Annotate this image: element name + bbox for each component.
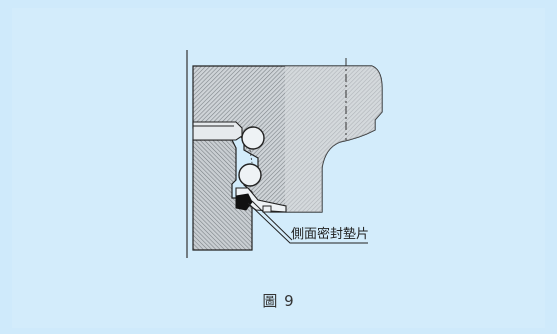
callout-leader xyxy=(247,202,368,244)
block-inner-zone xyxy=(285,66,382,212)
rail-body xyxy=(192,139,253,251)
fastener xyxy=(262,205,272,213)
side-seal-gasket xyxy=(235,193,253,211)
upper-groove xyxy=(192,121,243,141)
figure-caption: 圖 9 xyxy=(262,292,295,310)
callout-label: 側面密封墊片 xyxy=(291,226,369,242)
lower-ball xyxy=(238,163,262,187)
upper-ball xyxy=(241,126,265,150)
callout-leader-2 xyxy=(251,200,293,241)
